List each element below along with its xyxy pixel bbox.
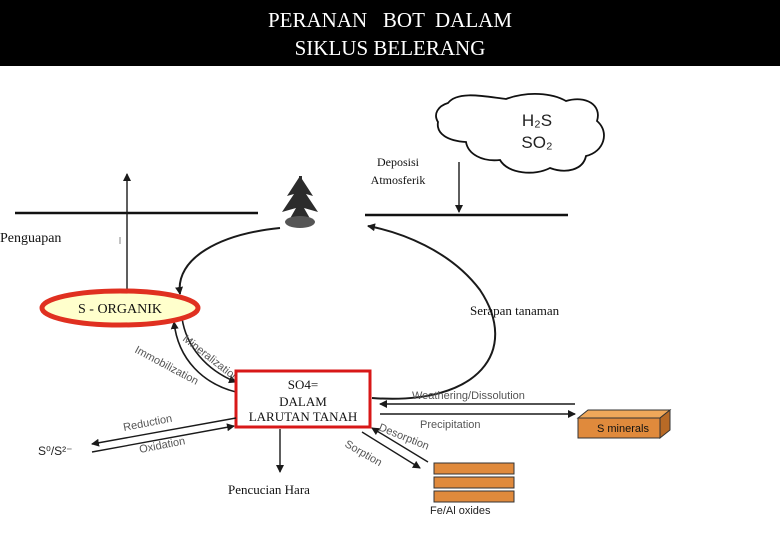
- precipitation-label: Precipitation: [420, 419, 481, 431]
- so4-label-2: DALAM: [279, 394, 327, 409]
- deposisi-label-1: Deposisi: [377, 155, 420, 169]
- tree-icon: [282, 176, 318, 228]
- weathering-label: Weathering/Dissolution: [412, 390, 525, 402]
- so4-label-3: LARUTAN TANAH: [249, 409, 358, 424]
- oxidation-label: Oxidation: [138, 435, 186, 456]
- cycle-arc-left: [180, 228, 280, 294]
- oxide-bars: [434, 463, 514, 502]
- serapan-label: Serapan tanaman: [470, 303, 560, 318]
- cloud-so2: SO₂: [521, 133, 552, 152]
- cloud-h2s: H₂S: [522, 111, 552, 130]
- s-organik-label: S - ORGANIK: [78, 302, 162, 317]
- deposisi-label-2: Atmosferik: [371, 173, 426, 187]
- penguapan-label: Penguapan: [0, 231, 61, 246]
- so4-label-1: SO4=: [288, 377, 318, 392]
- s-minerals-label: S minerals: [597, 423, 649, 435]
- sorption-label: Sorption: [343, 438, 384, 469]
- pencucian-label: Pencucian Hara: [228, 482, 310, 497]
- fe-al-label: Fe/Al oxides: [430, 505, 491, 517]
- s-species-label: S⁰/S²⁻: [38, 444, 72, 458]
- cloud-shape: [436, 94, 604, 173]
- immobilization-label: Immobilization: [133, 344, 201, 388]
